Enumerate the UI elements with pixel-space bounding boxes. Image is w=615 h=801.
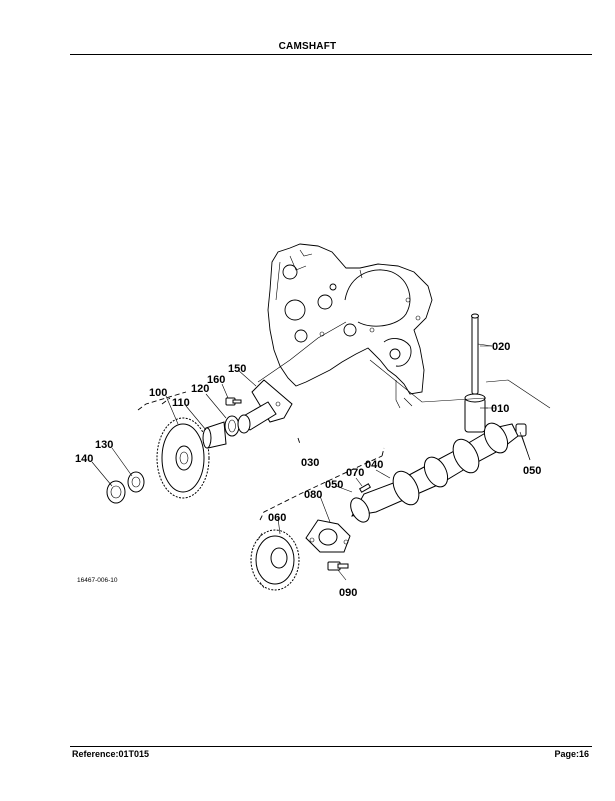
callout-120: 120: [191, 383, 209, 395]
part-150-idle-gear-shaft: [237, 321, 347, 434]
part-120-collar: [224, 415, 240, 437]
callout-130: 130: [95, 439, 113, 451]
part-080-thrust-plate: [305, 519, 351, 553]
part-020-push-rod: [471, 313, 479, 395]
part-130-washer: [127, 471, 145, 493]
callout-070: 070: [346, 467, 364, 479]
callout-010: 010: [491, 403, 509, 415]
header-rule: [70, 54, 592, 55]
callout-050-left: 050: [325, 479, 343, 491]
part-050-plug-right: [515, 423, 527, 437]
callout-090: 090: [339, 587, 357, 599]
callout-050-right: 050: [523, 465, 541, 477]
footer-rule: [70, 746, 592, 747]
part-160-bolt: [225, 397, 242, 406]
callout-030: 030: [301, 457, 319, 469]
part-090-bolt: [327, 561, 349, 571]
engine-block: [267, 243, 433, 409]
bracket-100: [137, 391, 187, 411]
footer-reference: Reference:01T015: [72, 749, 150, 759]
part-140-circlip: [106, 480, 126, 504]
callout-080: 080: [304, 489, 322, 501]
part-040-camshaft: [350, 422, 519, 523]
callout-100: 100: [149, 387, 167, 399]
part-060-cam-gear: [250, 529, 300, 591]
part-070-key: [358, 483, 372, 493]
figure-id: 16467-006-10: [77, 577, 118, 584]
footer-page-number: Page:16: [554, 749, 589, 759]
callout-160: 160: [207, 374, 225, 386]
callout-140: 140: [75, 453, 93, 465]
part-010-tappet: [464, 393, 486, 433]
leader-lines: [91, 343, 531, 581]
callout-110: 110: [172, 397, 190, 409]
callout-020: 020: [492, 341, 510, 353]
page-title: CAMSHAFT: [278, 41, 337, 52]
part-100-idle-gear: [156, 417, 210, 499]
callout-060: 060: [268, 512, 286, 524]
part-110-bushing: [202, 421, 227, 449]
bracket-030: [259, 455, 383, 521]
bracket-030-ext: [297, 437, 385, 457]
callout-040: 040: [365, 459, 383, 471]
callout-150: 150: [228, 363, 246, 375]
